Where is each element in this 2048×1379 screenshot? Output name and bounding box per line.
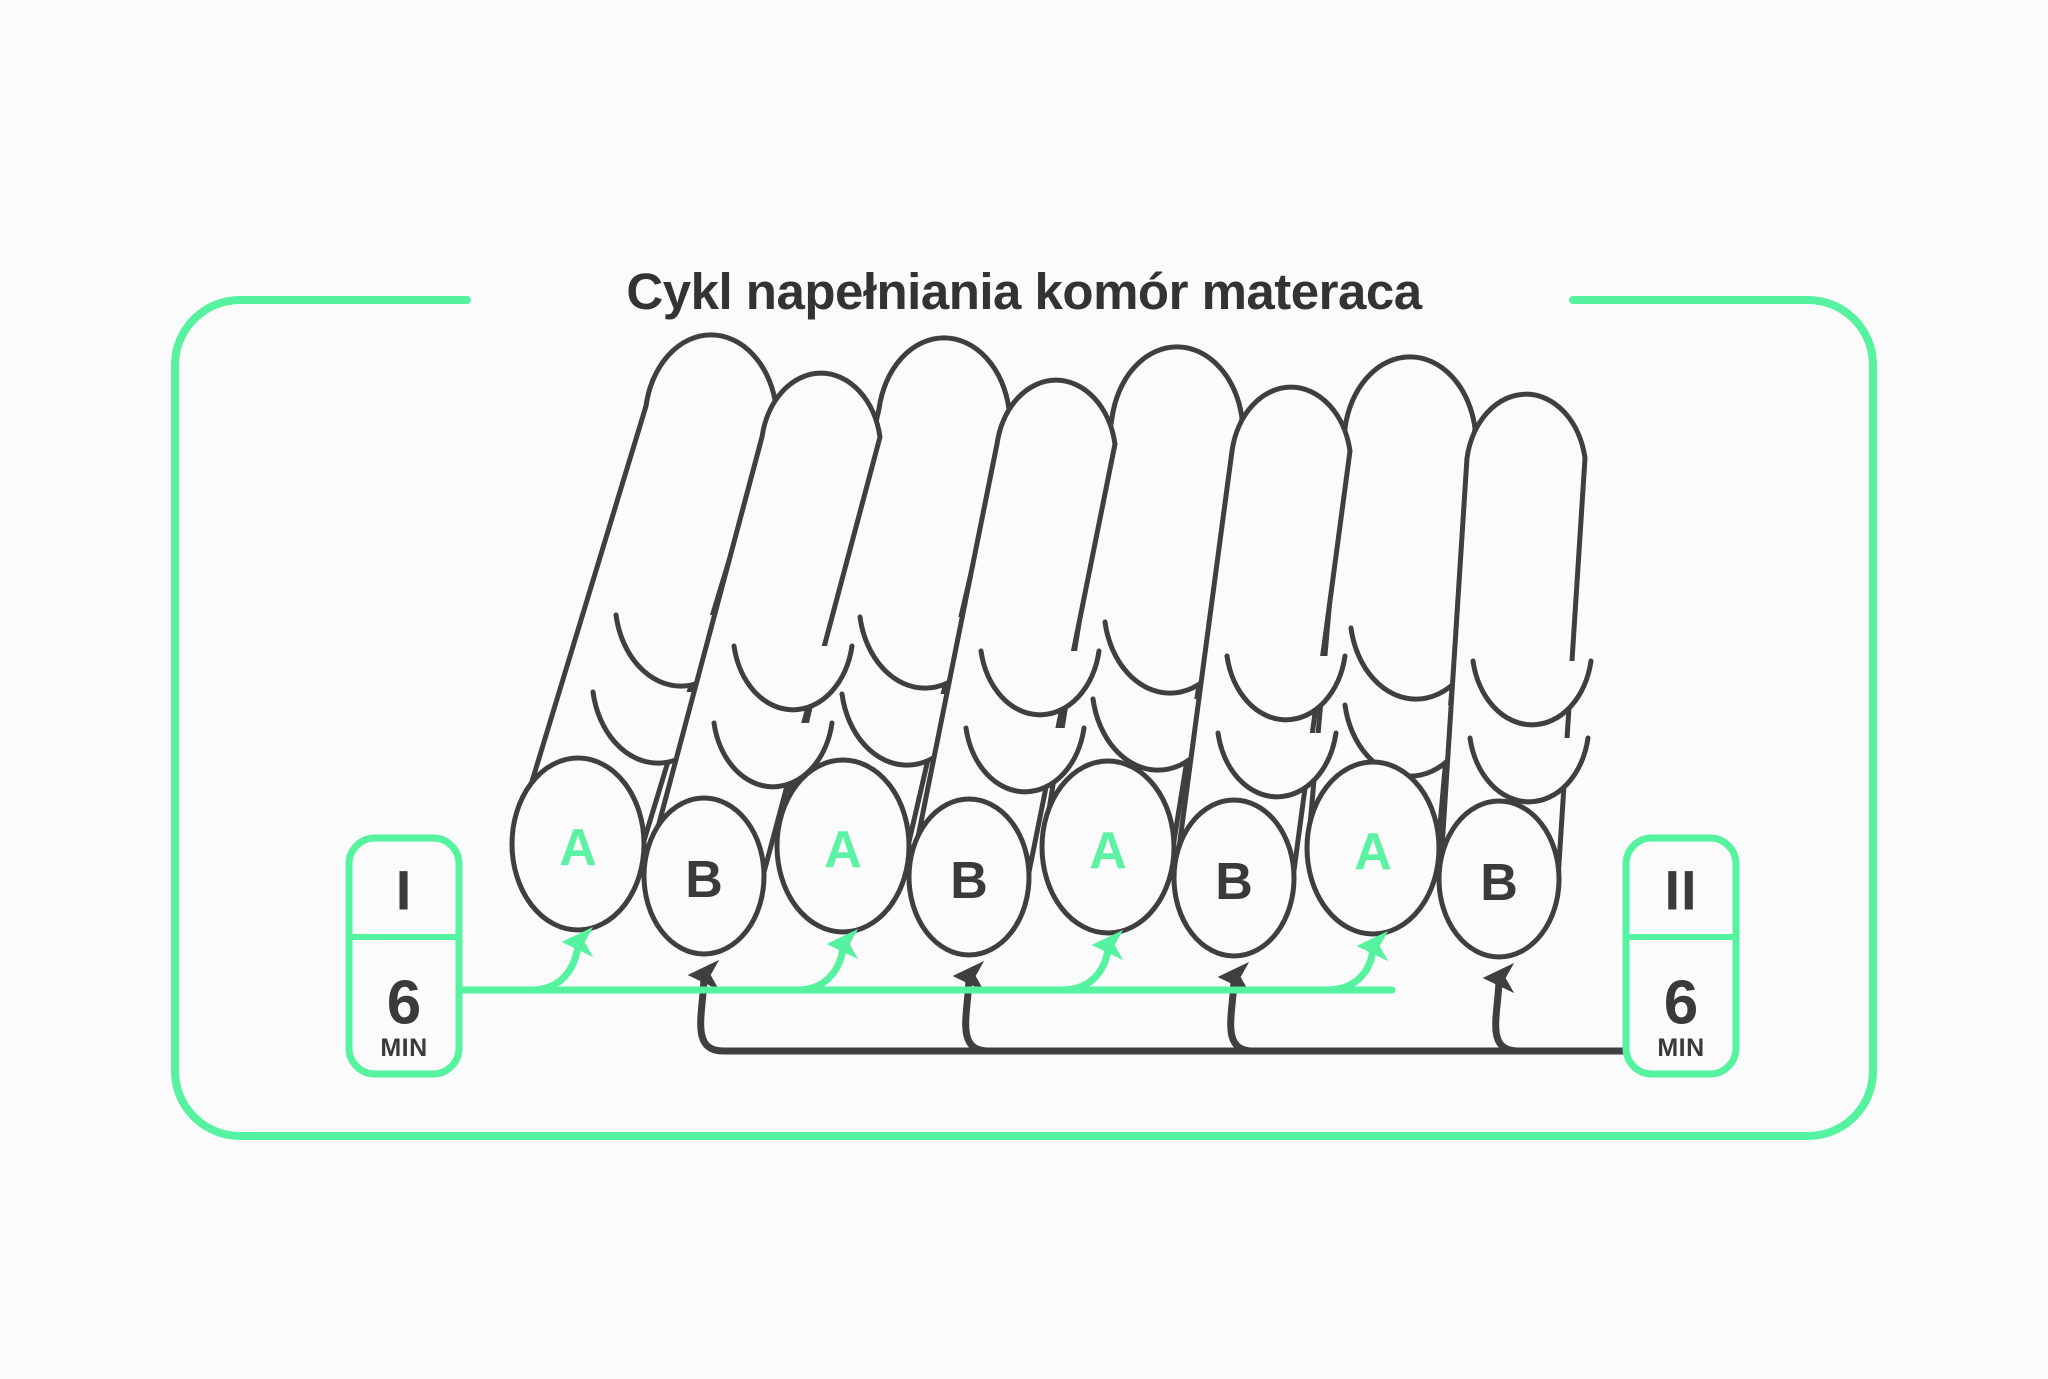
chamber-4[interactable]: B bbox=[906, 796, 1032, 958]
badge-duration-value: 6 bbox=[387, 969, 421, 1038]
chamber-3[interactable]: A bbox=[774, 757, 912, 935]
phase-one-branch-4 bbox=[1323, 930, 1389, 994]
chamber-ellipse bbox=[906, 796, 1032, 958]
phase-one-branch-2 bbox=[793, 928, 859, 994]
badge-body bbox=[345, 834, 463, 1078]
chamber-7[interactable]: A bbox=[1304, 759, 1442, 937]
chamber-2[interactable]: B bbox=[641, 795, 767, 957]
chamber-label: A bbox=[824, 821, 862, 879]
chamber-1[interactable]: A bbox=[509, 755, 647, 933]
phase-badge-left[interactable]: I 6 MIN bbox=[345, 834, 463, 1078]
phase-one-branch-3 bbox=[1058, 929, 1124, 994]
chamber-5[interactable]: A bbox=[1039, 758, 1177, 936]
chamber-8[interactable]: B bbox=[1436, 798, 1562, 960]
phase-two-branch-1 bbox=[687, 959, 727, 1055]
badge-duration-value: 6 bbox=[1664, 969, 1698, 1038]
badge-duration-unit: MIN bbox=[380, 1034, 427, 1062]
chamber-label: A bbox=[1354, 823, 1392, 881]
chamber-label: B bbox=[1215, 853, 1253, 911]
chamber-label: B bbox=[685, 851, 723, 909]
phase-one-branch-1 bbox=[528, 926, 594, 994]
chamber-ellipse bbox=[1171, 797, 1297, 959]
chamber-ellipse bbox=[641, 795, 767, 957]
chamber-row: A B A B A bbox=[509, 755, 1562, 960]
chamber-label: A bbox=[559, 819, 597, 877]
phase-one-flow-lines bbox=[459, 926, 1396, 994]
chamber-ellipse bbox=[1436, 798, 1562, 960]
badge-phase-numeral: I bbox=[396, 859, 413, 922]
phase-two-flow-lines bbox=[687, 959, 1630, 1055]
chamber-label: B bbox=[950, 852, 988, 910]
outer-frame bbox=[171, 296, 1877, 1140]
chamber-label: A bbox=[1089, 822, 1127, 880]
chamber-6[interactable]: B bbox=[1171, 797, 1297, 959]
badge-body bbox=[1622, 834, 1740, 1078]
chamber-label: B bbox=[1480, 854, 1518, 912]
badge-duration-unit: MIN bbox=[1657, 1034, 1704, 1062]
badge-phase-numeral: II bbox=[1664, 859, 1697, 922]
phase-two-branch-4 bbox=[1482, 962, 1522, 1055]
phase-badge-right[interactable]: II 6 MIN bbox=[1622, 834, 1740, 1078]
